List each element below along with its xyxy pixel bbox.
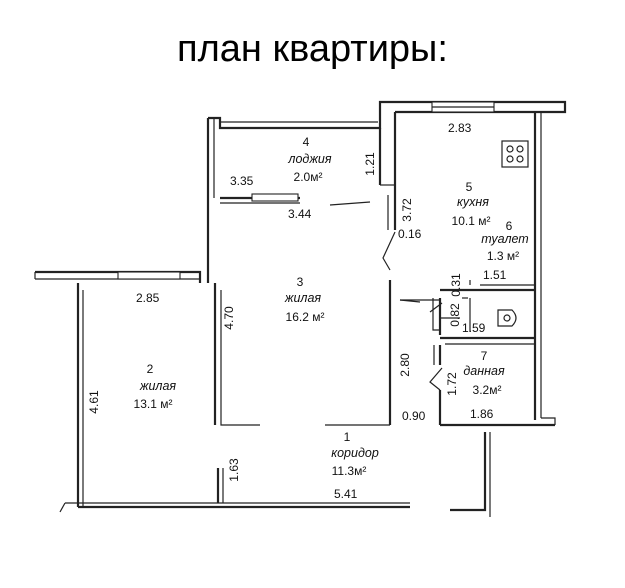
dim-0-31: 0.31 [449,273,463,297]
dim-1-86: 1.86 [470,407,494,421]
windows [117,101,495,280]
svg-text:2.0м²: 2.0м² [294,170,323,184]
svg-text:лоджия: лоджия [287,152,331,166]
dim-2-83: 2.83 [448,121,472,135]
window-room3 [251,193,299,202]
door-bath [429,367,443,391]
dim-0-90: 0.90 [402,409,426,423]
room-label-3: 3 жилая 16.2 м² [284,275,325,324]
dim-1-63: 1.63 [227,458,241,482]
walls [34,100,567,517]
dim-0-16: 0.16 [398,227,422,241]
window-room2 [117,271,181,280]
dim-2-80: 2.80 [398,353,412,377]
dim-3-35: 3.35 [230,174,254,188]
dim-0-82: 0.82 [448,303,462,327]
dimension-lines [380,184,471,332]
wall-loggia-top [208,100,395,130]
doors [382,231,443,391]
svg-text:16.2 м²: 16.2 м² [286,310,325,324]
dim-1-21: 1.21 [363,152,377,176]
room-label-4: 4 лоджия 2.0м² [287,135,331,184]
stove-icon [501,140,529,168]
dim-1-72: 1.72 [445,372,459,396]
svg-text:3: 3 [297,275,304,289]
door-toilet [429,302,443,313]
room-label-7: 7 данная 3.2м² [463,349,505,397]
svg-text:туалет: туалет [481,232,528,246]
svg-text:13.1 м²: 13.1 м² [134,397,173,411]
dimension-labels: 3.35 1.21 3.44 2.83 3.72 0.16 2.85 4.70 … [87,121,507,501]
dim-3-44: 3.44 [288,207,312,221]
svg-text:жилая: жилая [284,291,322,305]
dim-4-61: 4.61 [87,390,101,414]
dim-4-70: 4.70 [222,306,236,330]
svg-text:2: 2 [147,362,154,376]
dim-3-72: 3.72 [400,198,414,222]
svg-text:1: 1 [344,430,351,444]
page-title: план квартиры: [177,28,448,70]
dim-1-59: 1.59 [462,321,486,335]
svg-text:3.2м²: 3.2м² [473,383,502,397]
dim-5-41: 5.41 [334,487,358,501]
svg-text:1.3 м²: 1.3 м² [487,249,519,263]
svg-text:7: 7 [481,349,488,363]
room-label-2: 2 жилая 13.1 м² [134,362,177,411]
toilet-bowl-icon [497,309,517,327]
svg-text:5: 5 [466,180,473,194]
room-label-5: 5 кухня 10.1 м² [452,180,491,228]
svg-text:жилая: жилая [139,379,177,393]
svg-text:6: 6 [506,219,513,233]
svg-text:кухня: кухня [457,195,489,209]
dim-1-51: 1.51 [483,268,507,282]
dim-2-85: 2.85 [136,291,160,305]
svg-text:данная: данная [463,364,505,378]
svg-text:4: 4 [303,135,310,149]
door-kitchen [382,231,396,271]
room-label-6: 6 туалет 1.3 м² [481,219,528,263]
svg-text:10.1 м²: 10.1 м² [452,214,491,228]
svg-text:коридор: коридор [331,446,379,460]
room-label-1: 1 коридор 11.3м² [331,430,379,478]
svg-text:11.3м²: 11.3м² [332,464,367,478]
fixtures [469,140,529,327]
